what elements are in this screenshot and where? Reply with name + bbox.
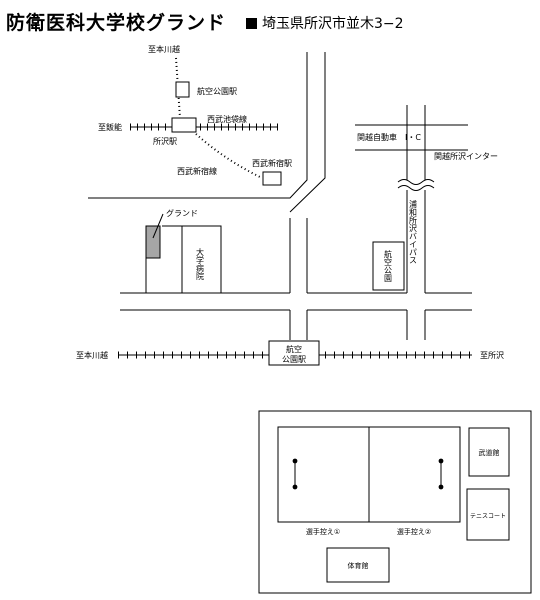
label-urawa-tokorozawa-bypass: 浦和所沢バイパス xyxy=(409,199,418,264)
road-break-mark-1 xyxy=(397,179,435,185)
label-kanetsu-expressway: 関越自動車 I・C xyxy=(357,132,421,142)
road-upper-left xyxy=(88,52,308,199)
label-ground: グランド xyxy=(166,208,198,218)
label-kouku-koen-station: 公園駅 xyxy=(282,355,306,364)
label-budokan: 武道館 xyxy=(479,448,500,457)
budokan-box xyxy=(468,427,510,477)
label-to-tokorozawa: 至所沢 xyxy=(480,350,504,360)
square-bullet-icon xyxy=(246,18,257,29)
goal-post-left-bottom xyxy=(292,484,298,490)
ground-leader-line xyxy=(152,213,164,239)
label-bench-1: 選手控え① xyxy=(306,527,340,536)
gymnasium-box xyxy=(326,547,390,583)
label-to-honkawagoe-bottom: 至本川越 xyxy=(76,350,108,360)
ground-marker xyxy=(145,225,161,259)
label-tennis-court: テニスコート xyxy=(470,513,506,520)
kouku-koen-station-box xyxy=(268,340,320,366)
label-seibu-shinjuku-station: 西武新宿駅 xyxy=(252,158,292,168)
label-to-hanno: 至飯能 xyxy=(98,122,122,132)
seibu-shinjuku-railway xyxy=(195,133,263,179)
address: 埼玉県所沢市並木3−2 xyxy=(246,13,404,33)
label-seibu-shinjuku-line: 西武新宿線 xyxy=(177,166,217,176)
label-kanetsu-tokorozawa-ic: 関越所沢インター xyxy=(434,151,498,161)
label-kouku-park: 航空公園 xyxy=(384,249,393,283)
seibu-shinjuku-station-box xyxy=(262,171,282,186)
page-title: 防衛医科大学校グランド xyxy=(6,12,227,34)
tokorozawa-station-box xyxy=(171,117,197,133)
label-seibu-ikebukuro-line: 西武池袋線 xyxy=(207,114,247,124)
campus-boundary xyxy=(162,225,222,293)
label-kouku-koen-station-line1: 航空 xyxy=(286,344,302,354)
label-to-honkawagoe-top: 至本川越 xyxy=(148,44,180,54)
road-diagonal-right xyxy=(289,52,326,213)
tennis-court-box xyxy=(466,488,510,541)
label-bench-2: 選手控え② xyxy=(397,527,431,536)
kouku-park-box xyxy=(372,241,405,291)
goal-post-left-top xyxy=(292,458,298,464)
kouku-koen-station-north-box xyxy=(175,81,190,98)
label-university-hospital: 大学病院 xyxy=(196,247,205,281)
address-text: 埼玉県所沢市並木3−2 xyxy=(262,16,404,32)
goal-post-right-top xyxy=(438,458,444,464)
roads xyxy=(88,52,472,340)
label-gymnasium: 体育館 xyxy=(348,561,369,570)
road-break-mark-2 xyxy=(397,185,435,191)
label-tokorozawa-station: 所沢駅 xyxy=(153,136,177,146)
label-kouku-koen-station-north: 航空公園駅 xyxy=(197,86,237,96)
goal-post-right-bottom xyxy=(438,484,444,490)
